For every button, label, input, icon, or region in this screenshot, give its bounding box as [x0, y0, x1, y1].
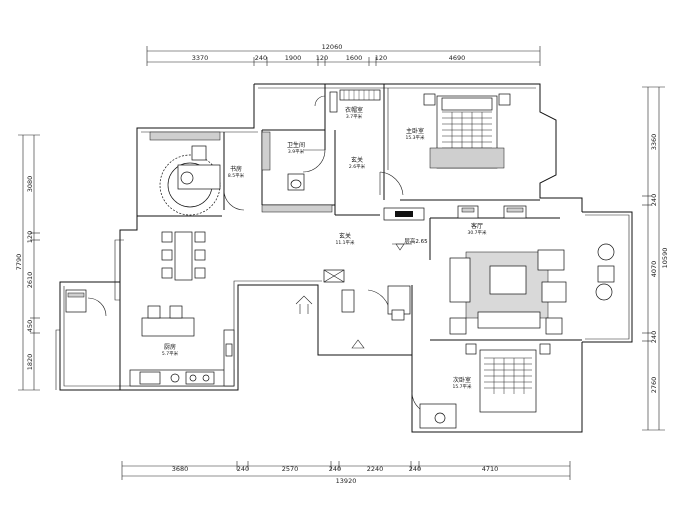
bottom-segment-4: 240 [329, 465, 341, 473]
top-segment-1: 3370 [192, 54, 209, 62]
right-segment-5: 2760 [650, 377, 658, 394]
bottom-segment-7: 4710 [482, 465, 499, 473]
top-segment-6: 120 [375, 54, 387, 62]
doors [87, 95, 435, 415]
living-room-rug [465, 251, 549, 319]
study-area: 8.5平米 [228, 172, 245, 179]
living-shelves [457, 205, 527, 219]
hall-area: 11.1平米 [335, 239, 355, 246]
foyer-area: 2.6平米 [349, 163, 366, 170]
foyer-label: 玄关 [351, 156, 363, 164]
right-segment-4: 240 [650, 331, 658, 343]
top-segment-7: 4690 [449, 54, 466, 62]
kitchen-area: 5.7平米 [162, 350, 179, 357]
hall-label: 玄关 [339, 232, 351, 240]
bathroom-area: 3.9平米 [288, 148, 305, 155]
second-bedroom-desk [419, 403, 457, 429]
study-furniture [149, 131, 221, 216]
top-segment-4: 120 [316, 54, 328, 62]
living-room-area: 30.7平米 [467, 229, 487, 236]
right-dimension-line [642, 86, 665, 431]
right-segment-1: 3360 [650, 134, 658, 151]
entry-arrow [295, 295, 313, 314]
top-dimension-line [146, 46, 541, 66]
bottom-segment-3: 2570 [282, 465, 299, 473]
bathroom-fixtures [287, 173, 305, 191]
top-segment-5: 1600 [346, 54, 363, 62]
bottom-segment-2: 240 [237, 465, 249, 473]
master-bed [423, 93, 511, 169]
left-dimension-line [18, 134, 40, 391]
floor-level-annotation: 层高2.65 [404, 237, 428, 245]
cloakroom-area: 3.7平米 [346, 113, 363, 120]
shoe-cabinet [323, 269, 411, 349]
left-segment-5: 1820 [26, 354, 34, 371]
bottom-total-dimension: 13920 [336, 477, 357, 485]
master-bedroom-label: 主卧室 [406, 127, 424, 135]
master-bedroom-area: 15.3平米 [405, 134, 425, 141]
study-bookshelf [261, 131, 333, 213]
right-segment-2: 240 [650, 194, 658, 206]
living-room-label: 客厅 [471, 222, 483, 230]
left-segment-4: 450 [26, 320, 34, 332]
kitchen-label: 厨房 [164, 343, 176, 351]
tv-cabinet [383, 207, 425, 221]
top-total-dimension: 12060 [322, 43, 343, 51]
bottom-segment-1: 3680 [172, 465, 189, 473]
second-bedroom-area: 15.7平米 [452, 383, 472, 390]
bottom-segment-5: 2240 [367, 465, 384, 473]
cloakroom-label: 衣帽室 [345, 106, 363, 114]
kitchen-counter [129, 329, 235, 387]
right-segment-3: 4070 [650, 261, 658, 278]
bottom-dimension-line [121, 461, 571, 480]
bottom-segment-6: 240 [409, 465, 421, 473]
second-bed [465, 343, 551, 413]
living-room-sofa [449, 249, 567, 335]
interior-walls [55, 84, 582, 390]
bathroom-label: 卫生间 [287, 141, 305, 149]
kitchen-island [141, 305, 195, 337]
study-label: 书房 [230, 165, 242, 173]
balcony-tea-table [595, 243, 615, 301]
right-total-dimension: 10590 [661, 248, 669, 269]
top-segment-3: 1900 [285, 54, 302, 62]
kitchen-side-cabinet [65, 289, 87, 313]
level-marker-triangle [395, 243, 405, 251]
left-total-dimension: 7790 [15, 254, 23, 271]
cloakroom-rack [329, 89, 381, 113]
left-segment-3: 2610 [26, 272, 34, 289]
top-segment-2: 240 [255, 54, 267, 62]
left-segment-2: 120 [26, 231, 34, 243]
left-segment-1: 3080 [26, 176, 34, 193]
dining-table [161, 231, 206, 281]
second-bedroom-label: 次卧室 [453, 376, 471, 384]
